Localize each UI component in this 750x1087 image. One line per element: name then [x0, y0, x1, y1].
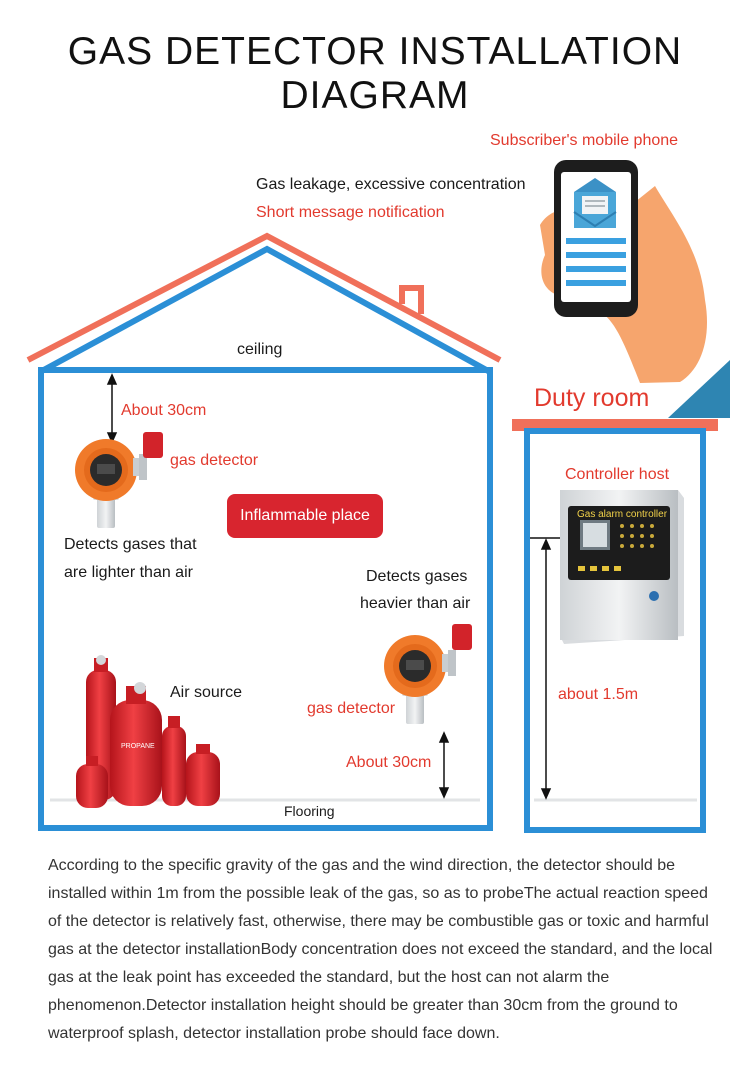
page-title: GAS DETECTOR INSTALLATION DIAGRAM — [67, 30, 683, 117]
chimney — [399, 285, 424, 314]
duty-room-title: Duty room — [534, 384, 650, 412]
cylinder-label: PROPANE — [121, 743, 155, 750]
installation-description: According to the specific gravity of the… — [48, 857, 713, 1042]
bottom-detector-label: gas detector — [307, 700, 396, 717]
roof-inner — [38, 245, 492, 375]
duty-room — [512, 360, 730, 833]
ceiling-label: ceiling — [237, 341, 283, 358]
gas-cylinder-icon: PROPANE — [76, 655, 220, 808]
height-arrow — [530, 537, 560, 800]
bottom-distance-arrow — [438, 731, 450, 799]
inflammable-place-badge: Inflammable place — [227, 494, 383, 538]
gas-detector-icon — [75, 432, 163, 528]
phone-label: Subscriber's mobile phone — [490, 132, 679, 149]
bottom-gap-label: About 30cm — [346, 754, 432, 771]
house — [26, 232, 502, 831]
notification-line1: Gas leakage, excessive concentration — [256, 176, 526, 193]
lighter-gas-line2: are lighter than air — [64, 564, 193, 581]
air-source-label: Air source — [170, 684, 243, 701]
heavier-gas-line1: Detects gases — [366, 568, 468, 585]
envelope-icon — [573, 178, 617, 228]
roof-outer — [26, 232, 502, 363]
flooring-label: Flooring — [284, 803, 335, 819]
duty-room-roof-accent — [668, 360, 730, 418]
house-wall — [38, 367, 493, 831]
top-distance-arrow — [106, 373, 118, 444]
controller-host-icon: Gas alarm controller — [560, 490, 684, 644]
top-detector-label: gas detector — [170, 452, 259, 469]
lighter-gas-line1: Detects gases that — [64, 536, 197, 553]
notification-line2: Short message notification — [256, 204, 445, 221]
duty-room-wall — [524, 428, 706, 833]
controller-screen-label: Gas alarm controller — [577, 509, 668, 520]
height-label: about 1.5m — [558, 686, 639, 703]
top-gap-label: About 30cm — [121, 402, 207, 419]
heavier-gas-line2: heavier than air — [360, 595, 471, 612]
gas-detector-icon — [384, 624, 472, 724]
controller-host-label: Controller host — [565, 466, 670, 483]
